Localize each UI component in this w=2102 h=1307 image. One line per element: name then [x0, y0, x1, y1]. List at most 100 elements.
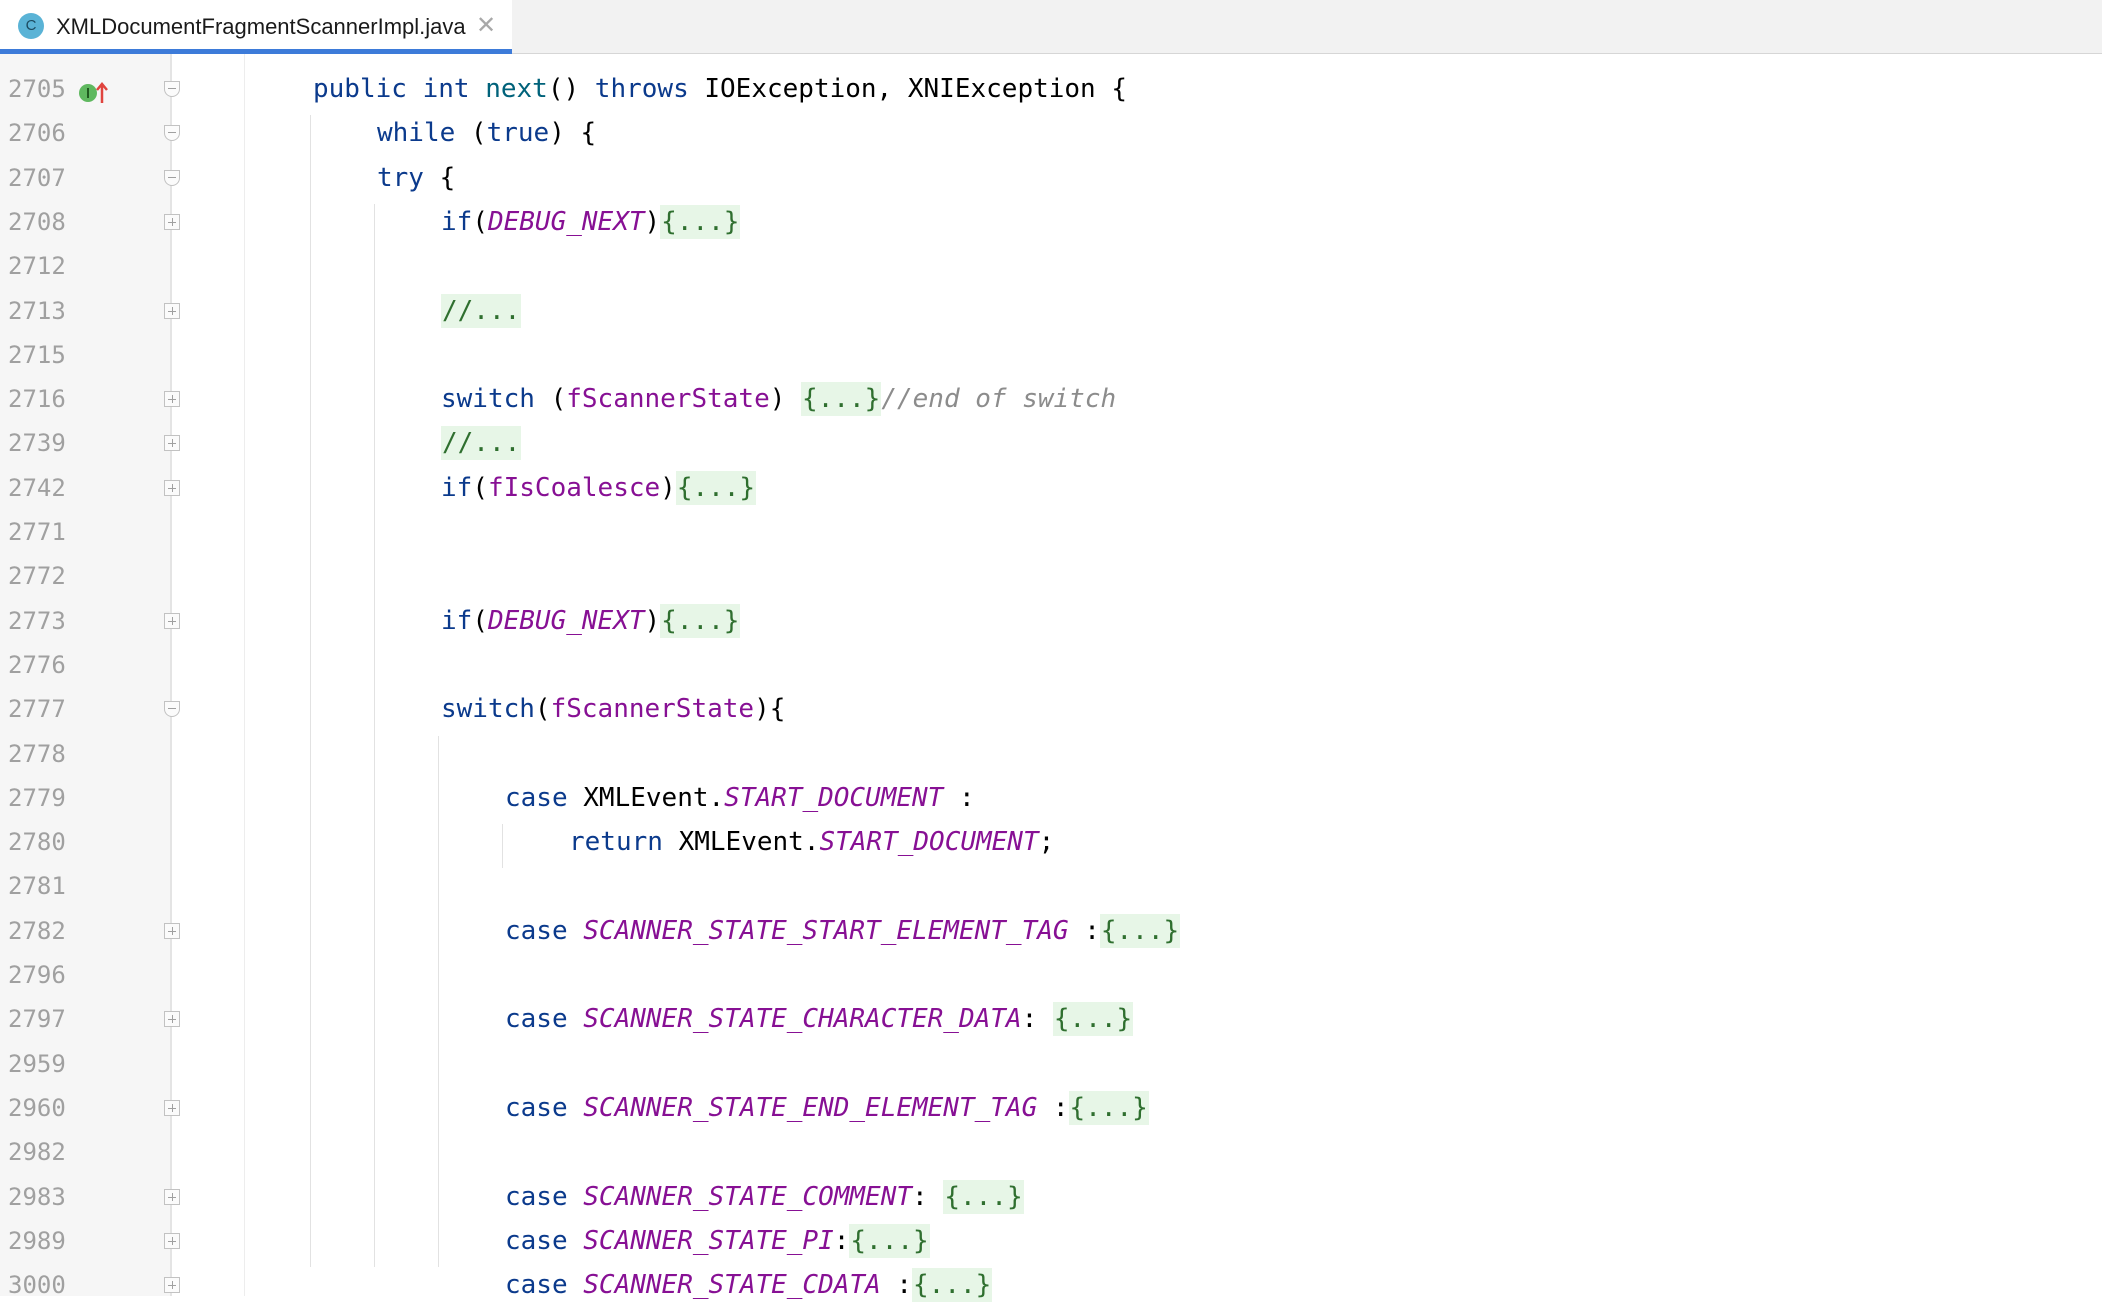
close-icon[interactable]: ✕ — [476, 12, 497, 39]
line-number[interactable]: 2959 — [8, 1049, 66, 1078]
line-number[interactable]: 2780 — [8, 828, 66, 857]
code-text[interactable]: if(DEBUG_NEXT){...} — [441, 200, 741, 244]
collapse-fold-icon[interactable] — [164, 701, 180, 718]
code-line[interactable]: 2739 //... — [0, 421, 2102, 465]
code-text[interactable]: case SCANNER_STATE_END_ELEMENT_TAG :{...… — [505, 1086, 1149, 1130]
code-text[interactable]: while (true) { — [377, 111, 596, 155]
expand-fold-icon[interactable] — [164, 213, 180, 230]
line-number[interactable]: 2742 — [8, 473, 66, 502]
code-text[interactable]: //... — [441, 421, 522, 465]
expand-fold-icon[interactable] — [164, 922, 180, 939]
line-number[interactable]: 2773 — [8, 606, 66, 635]
code-line[interactable]: 2989 case SCANNER_STATE_PI:{...} — [0, 1219, 2102, 1263]
folded-region[interactable]: //... — [441, 293, 522, 328]
code-text[interactable]: case SCANNER_STATE_CHARACTER_DATA: {...} — [505, 997, 1134, 1041]
line-number[interactable]: 2776 — [8, 650, 66, 679]
folded-region[interactable]: {...} — [1099, 913, 1181, 948]
code-text[interactable]: if(fIsCoalesce){...} — [441, 466, 757, 510]
code-line[interactable]: 2708 if(DEBUG_NEXT){...} — [0, 200, 2102, 244]
expand-fold-icon[interactable] — [164, 1099, 180, 1116]
expand-fold-icon[interactable] — [164, 435, 180, 452]
code-line[interactable]: 2779 case XMLEvent.START_DOCUMENT : — [0, 776, 2102, 820]
implementing-method-icon[interactable] — [78, 81, 114, 105]
collapse-fold-icon[interactable] — [164, 169, 180, 186]
code-line[interactable]: 2742 if(fIsCoalesce){...} — [0, 466, 2102, 510]
code-text[interactable]: public int next() throws IOException, XN… — [313, 67, 1127, 111]
line-number[interactable]: 2705 — [8, 75, 66, 103]
code-text[interactable]: switch (fScannerState) {...}//end of swi… — [441, 377, 1116, 421]
line-number[interactable]: 2960 — [8, 1093, 66, 1122]
line-number[interactable]: 2739 — [8, 429, 66, 458]
expand-fold-icon[interactable] — [164, 612, 180, 629]
expand-fold-icon[interactable] — [164, 1011, 180, 1028]
line-number[interactable]: 2779 — [8, 783, 66, 812]
tab-xml-document-fragment-scanner[interactable]: C XMLDocumentFragmentScannerImpl.java ✕ — [0, 0, 512, 54]
code-text[interactable]: //... — [441, 289, 522, 333]
code-line[interactable]: 2796 — [0, 953, 2102, 997]
collapse-fold-icon[interactable] — [164, 125, 180, 142]
line-number[interactable]: 2797 — [8, 1005, 66, 1034]
line-number[interactable]: 2708 — [8, 207, 66, 236]
expand-fold-icon[interactable] — [164, 391, 180, 408]
folded-region[interactable]: {...} — [912, 1268, 993, 1303]
code-line[interactable]: 2959 — [0, 1042, 2102, 1086]
code-line[interactable]: 2780 return XMLEvent.START_DOCUMENT; — [0, 820, 2102, 864]
collapse-fold-icon[interactable] — [164, 81, 180, 97]
folded-region[interactable]: {...} — [1052, 1002, 1134, 1037]
line-number[interactable]: 2777 — [8, 695, 66, 724]
folded-region[interactable]: {...} — [660, 603, 741, 638]
expand-fold-icon[interactable] — [164, 1277, 180, 1294]
code-text[interactable]: try { — [377, 156, 455, 200]
code-line[interactable]: 2982 — [0, 1130, 2102, 1174]
code-text[interactable]: case SCANNER_STATE_START_ELEMENT_TAG :{.… — [505, 909, 1181, 953]
expand-fold-icon[interactable] — [164, 1232, 180, 1249]
line-number[interactable]: 2778 — [8, 739, 66, 768]
expand-fold-icon[interactable] — [164, 1188, 180, 1205]
code-line[interactable]: 2705 public int next() throws IOException… — [0, 67, 2102, 111]
folded-region[interactable]: {...} — [660, 204, 741, 239]
line-number[interactable]: 2713 — [8, 296, 66, 325]
code-text[interactable]: switch(fScannerState){ — [441, 687, 785, 731]
line-number[interactable]: 2706 — [8, 119, 66, 148]
code-line[interactable]: 2782 case SCANNER_STATE_START_ELEMENT_TAG… — [0, 909, 2102, 953]
line-number[interactable]: 2772 — [8, 562, 66, 591]
folded-region[interactable]: {...} — [943, 1179, 1024, 1214]
code-line[interactable]: 2778 — [0, 732, 2102, 776]
code-text[interactable]: case SCANNER_STATE_COMMENT: {...} — [505, 1175, 1024, 1219]
line-number[interactable]: 2771 — [8, 518, 66, 546]
line-number[interactable]: 3000 — [8, 1271, 66, 1300]
code-line[interactable]: 2983 case SCANNER_STATE_COMMENT: {...} — [0, 1175, 2102, 1219]
code-line[interactable]: 2776 — [0, 643, 2102, 687]
line-number[interactable]: 2796 — [8, 961, 66, 989]
code-line[interactable]: 2773 if(DEBUG_NEXT){...} — [0, 599, 2102, 643]
code-line[interactable]: 2781 — [0, 864, 2102, 908]
code-text[interactable]: case SCANNER_STATE_PI:{...} — [505, 1219, 930, 1263]
folded-region[interactable]: //... — [441, 426, 522, 461]
folded-region[interactable]: {...} — [675, 470, 757, 505]
code-line[interactable]: 2713 //... — [0, 289, 2102, 333]
line-number[interactable]: 2707 — [8, 163, 66, 192]
expand-fold-icon[interactable] — [164, 479, 180, 496]
code-line[interactable]: 2777 switch(fScannerState){ — [0, 687, 2102, 731]
code-editor[interactable]: 2705 public int next() throws IOException… — [0, 54, 2102, 1303]
code-line[interactable]: 2772 — [0, 554, 2102, 598]
code-line[interactable]: 2715 — [0, 333, 2102, 377]
folded-region[interactable]: {...} — [849, 1223, 930, 1258]
code-line[interactable]: 2771 — [0, 510, 2102, 554]
code-text[interactable]: if(DEBUG_NEXT){...} — [441, 599, 741, 643]
code-line[interactable]: 2707 try { — [0, 156, 2102, 200]
line-number[interactable]: 2781 — [8, 872, 66, 901]
code-line[interactable]: 2712 — [0, 244, 2102, 288]
code-line[interactable]: 2797 case SCANNER_STATE_CHARACTER_DATA: {… — [0, 997, 2102, 1041]
line-number[interactable]: 2782 — [8, 916, 66, 945]
line-number[interactable]: 2983 — [8, 1182, 66, 1211]
line-number[interactable]: 2712 — [8, 252, 66, 281]
folded-region[interactable]: {...} — [1068, 1090, 1149, 1125]
code-line[interactable]: 2960 case SCANNER_STATE_END_ELEMENT_TAG :… — [0, 1086, 2102, 1130]
code-text[interactable]: case XMLEvent.START_DOCUMENT : — [505, 776, 975, 820]
line-number[interactable]: 2989 — [8, 1226, 66, 1255]
code-text[interactable]: return XMLEvent.START_DOCUMENT; — [569, 820, 1054, 864]
code-line[interactable]: 2706 while (true) { — [0, 111, 2102, 155]
